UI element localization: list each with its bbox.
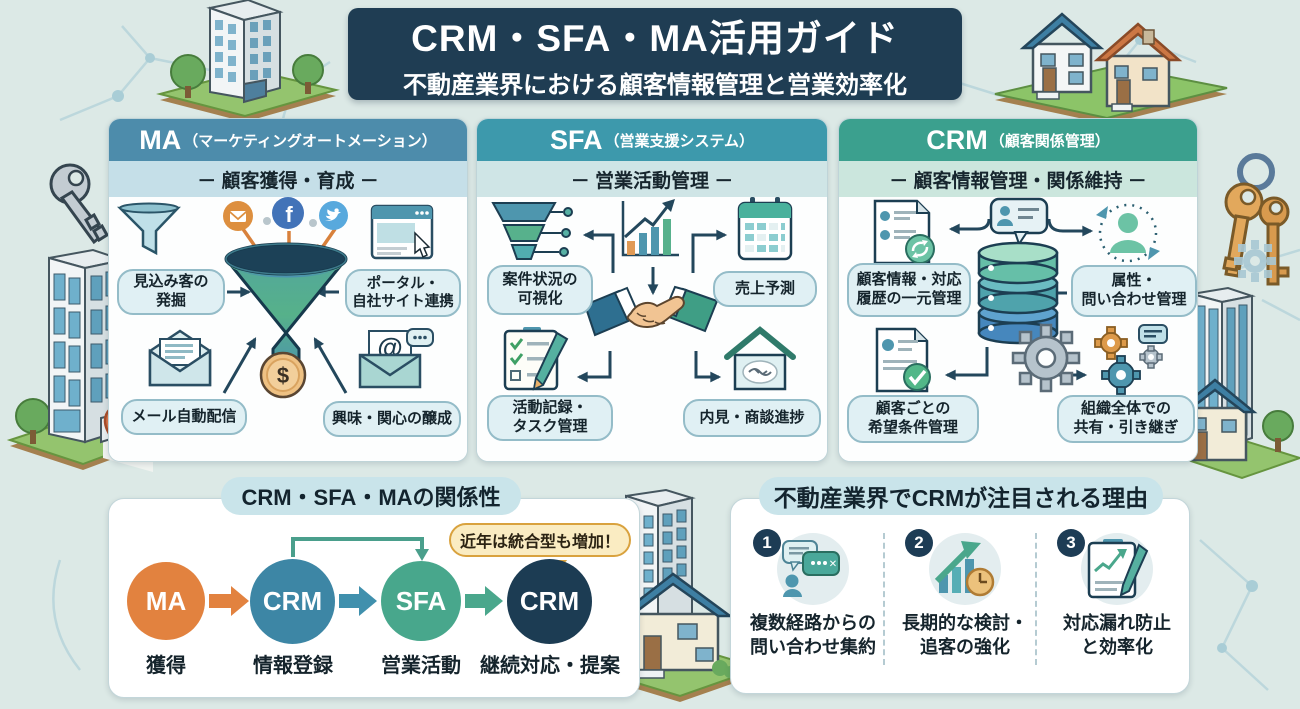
browser-window-icon — [370, 204, 434, 260]
step-circle-crm1: CRM — [250, 559, 335, 644]
sfa-connector-arrows — [576, 229, 728, 383]
ma-label-auto-mail: メール自動配信 — [121, 399, 247, 435]
step-circle-ma: MA — [127, 562, 205, 640]
sfa-abbr: SFA — [549, 124, 603, 155]
page-title: CRM・SFA・MA活用ガイド — [411, 18, 899, 59]
step-caption-registration: 情報登録 — [253, 655, 333, 677]
reason-1-badge: 1 — [753, 529, 781, 557]
sfa-column-body: 案件状況の 可視化 売上予測 活動記録・ タスク管理 内見・商談進捗 — [477, 197, 827, 461]
sfa-label-activity-task: 活動記録・ タスク管理 — [487, 395, 613, 441]
sfa-label-sales-forecast: 売上予測 — [713, 271, 817, 307]
sfa-label-deal-visibility: 案件状況の 可視化 — [487, 265, 593, 315]
sfa-label-viewing-progress: 内見・商談進捗 — [683, 399, 821, 437]
contact-records-icon — [873, 199, 935, 265]
step-caption-acquisition: 獲得 — [146, 655, 186, 677]
silver-key-icon — [49, 163, 110, 245]
svg-text:✕: ✕ — [829, 559, 837, 570]
calendar-icon — [737, 197, 793, 261]
houses-top-right-icon — [994, 12, 1228, 124]
handshake-icon — [583, 285, 719, 337]
gear-icon — [1234, 240, 1276, 282]
sales-chart-icon — [621, 199, 679, 257]
reason-separator — [883, 533, 885, 665]
small-funnel-icon — [116, 202, 181, 256]
relationship-panel: CRM・SFA・MAの関係性 近年は統合型も増加！ MA CRM SFA CRM… — [108, 477, 640, 698]
page-subtitle: 不動産業界における顧客情報管理と営業効率化 — [403, 72, 907, 99]
growth-clock-icon — [934, 541, 995, 597]
chat-bubbles-icon: ✕ — [782, 540, 840, 597]
house-handshake-icon — [724, 326, 796, 391]
reason-2-label: 長期的な検討・ 追客の強化 — [902, 613, 1028, 658]
ma-role: － 顧客獲得・育成 － — [109, 161, 467, 197]
ma-full-name: （マーケティングオートメーション） — [183, 132, 437, 150]
reason-3-label: 対応漏れ防止 と効率化 — [1063, 613, 1171, 658]
speech-bubble-icon — [1138, 324, 1168, 344]
ma-column: MA （マーケティングオートメーション） － 顧客獲得・育成 － — [108, 118, 468, 462]
blue-roof-house-icon — [1019, 12, 1105, 100]
gears-cluster-icon — [1094, 324, 1168, 395]
facebook-badge-icon: f — [272, 197, 304, 229]
crm-label-org-sharing: 組織全体での 共有・引き継ぎ — [1057, 395, 1195, 443]
crm-abbr: CRM — [926, 124, 988, 155]
ma-label-lead-discovery: 見込み客の 発掘 — [117, 269, 225, 315]
sfa-column: SFA （営業支援システム） － 営業活動管理 － — [476, 118, 828, 462]
crm-role: － 顧客情報管理・関係維持 － — [839, 161, 1197, 197]
reasons-panel: 不動産業界でCRMが注目される理由 1 ✕ 複数経路からの 問い合わせ集約 2 — [730, 477, 1190, 694]
step-caption-sales: 営業活動 — [381, 655, 461, 677]
crm-label-attribute-inquiry: 属性・ 問い合わせ管理 — [1071, 265, 1197, 317]
sfa-full-name: （営業支援システム） — [604, 132, 755, 150]
reason-1-label: 複数経路からの 問い合わせ集約 — [750, 613, 876, 658]
customer-bubble-icon — [989, 197, 1049, 247]
ma-column-header: MA （マーケティングオートメーション） — [109, 119, 467, 161]
dollar-coin-icon: $ — [259, 351, 307, 399]
svg-text:$: $ — [277, 363, 289, 388]
sfa-role: － 営業活動管理 － — [477, 161, 827, 197]
task-checklist-icon — [503, 327, 569, 391]
crm-label-unified-history: 顧客情報・対応 履歴の一元管理 — [847, 263, 971, 317]
gold-keys-icon — [1222, 153, 1290, 286]
email-at-icon: @ — [358, 328, 434, 389]
relationship-title: CRM・SFA・MAの関係性 — [221, 477, 521, 515]
step-circle-sfa: SFA — [381, 561, 461, 641]
reason-2-badge: 2 — [905, 529, 933, 557]
open-envelope-icon — [148, 329, 212, 387]
step-circle-crm2: CRM — [507, 559, 592, 644]
crm-label-preferences: 顧客ごとの 希望条件管理 — [847, 395, 979, 443]
crm-full-name: （顧客関係管理） — [989, 132, 1110, 150]
big-gear-icon — [1011, 323, 1081, 393]
step-caption-followup: 継続対応・提案 — [480, 655, 620, 677]
reason-separator — [1035, 533, 1037, 665]
speech-bubble-icon — [406, 328, 434, 347]
orange-roof-house-icon — [1093, 22, 1183, 112]
crm-column-body: 顧客情報・対応 履歴の一元管理 属性・ 問い合わせ管理 顧客ごとの 希望条件管理… — [839, 197, 1197, 461]
crm-column: CRM （顧客関係管理） － 顧客情報管理・関係維持 － — [838, 118, 1198, 462]
reasons-title: 不動産業界でCRMが注目される理由 — [759, 477, 1163, 515]
clipboard-pencil-icon — [1087, 539, 1149, 599]
office-building-icon — [156, 0, 340, 122]
integrated-type-callout: 近年は統合型も増加！ — [449, 523, 631, 557]
ma-label-nurturing: 興味・関心の醸成 — [323, 401, 461, 437]
right-building-icon — [1172, 286, 1300, 480]
ma-label-portal-site: ポータル・ 自社サイト連携 — [345, 269, 461, 317]
twitter-badge-icon — [319, 201, 348, 230]
sfa-column-header: SFA （営業支援システム） — [477, 119, 827, 161]
preferences-doc-icon — [875, 327, 931, 393]
email-badge-icon — [223, 201, 253, 231]
customer-cycle-icon — [1096, 203, 1160, 263]
svg-text:f: f — [285, 202, 293, 227]
reason-3-badge: 3 — [1057, 529, 1085, 557]
ma-column-body: f $ — [109, 197, 467, 461]
crm-column-header: CRM （顧客関係管理） — [839, 119, 1197, 161]
ma-abbr: MA — [139, 124, 182, 155]
header-banner: CRM・SFA・MA活用ガイド 不動産業界における顧客情報管理と営業効率化 — [348, 8, 962, 100]
pipeline-funnel-icon — [491, 202, 573, 260]
database-icon — [977, 241, 1059, 345]
